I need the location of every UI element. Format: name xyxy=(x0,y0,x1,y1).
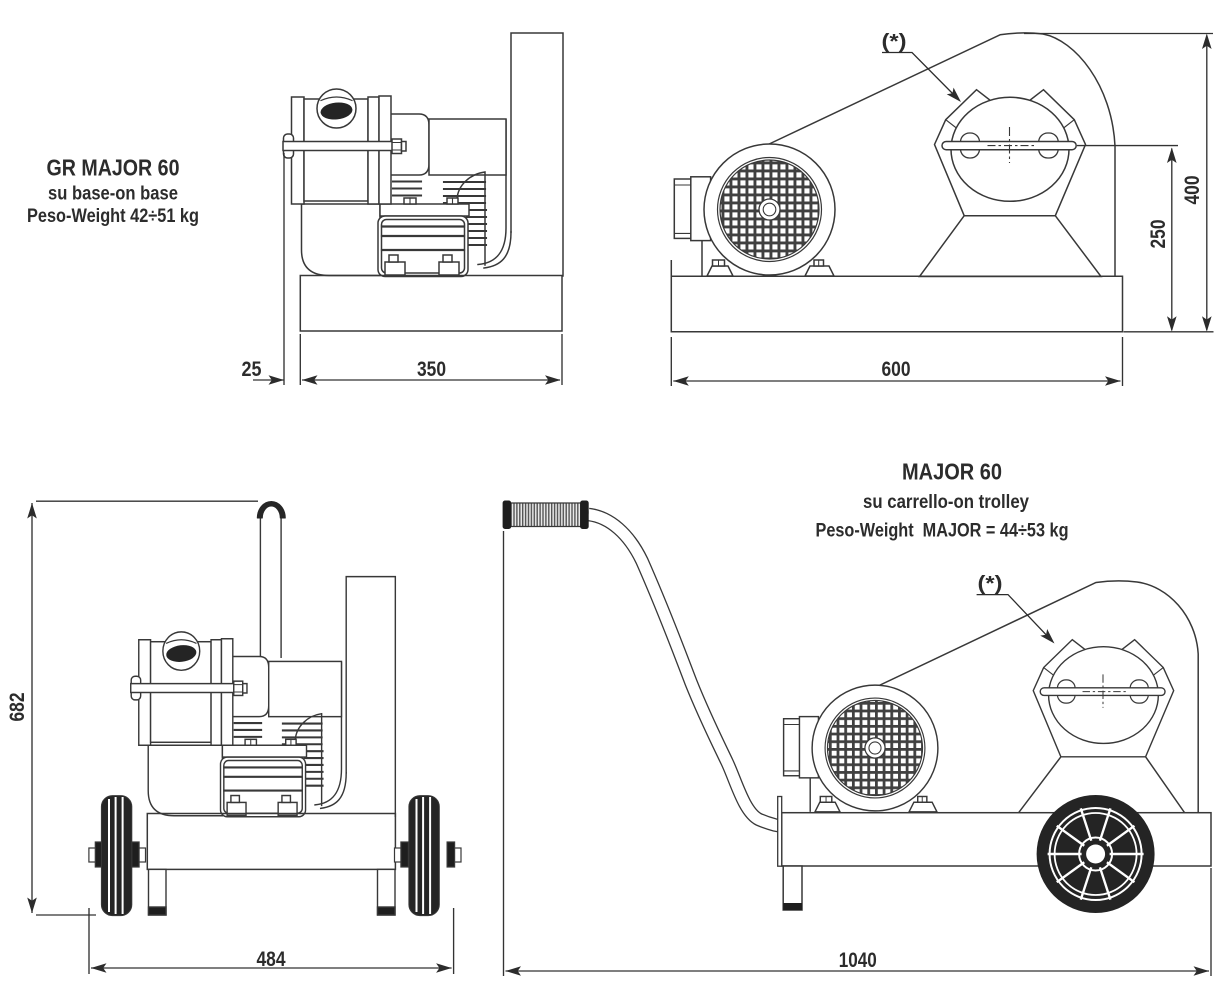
svg-text:GR MAJOR 60: GR MAJOR 60 xyxy=(47,155,180,181)
svg-text:1040: 1040 xyxy=(839,948,877,972)
svg-text:484: 484 xyxy=(257,947,286,971)
svg-text:su base-on base: su base-on base xyxy=(48,183,178,205)
svg-text:600: 600 xyxy=(882,357,911,381)
svg-text:Peso-Weight MAJOR = 44÷53 kg: Peso-Weight MAJOR = 44÷53 kg xyxy=(816,519,1069,541)
svg-text:682: 682 xyxy=(5,692,29,721)
svg-text:MAJOR 60: MAJOR 60 xyxy=(902,459,1002,485)
svg-text:400: 400 xyxy=(1180,175,1204,204)
svg-text:su carrello-on trolley: su carrello-on trolley xyxy=(863,491,1029,513)
svg-text:25: 25 xyxy=(242,357,262,381)
svg-text:Peso-Weight 42÷51 kg: Peso-Weight 42÷51 kg xyxy=(27,205,199,227)
svg-text:(*): (*) xyxy=(978,573,1003,595)
svg-text:350: 350 xyxy=(417,357,446,381)
svg-text:(*): (*) xyxy=(882,31,907,53)
svg-text:250: 250 xyxy=(1146,219,1170,248)
